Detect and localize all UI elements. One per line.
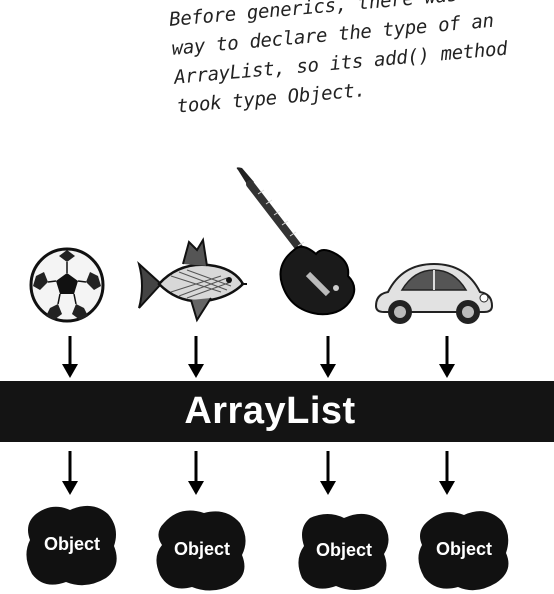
blob-shape: [156, 510, 246, 591]
object-blob: Object: [22, 500, 122, 588]
blob-shape: [418, 511, 509, 591]
arrow-down-icon: [439, 451, 455, 495]
arrow-down-icon: [320, 451, 336, 495]
annotation-note: Before generics, there was no way to dec…: [168, 0, 554, 122]
arrow-down-icon: [62, 336, 78, 378]
fish-icon: [137, 237, 247, 323]
arrow-down-icon: [320, 336, 336, 378]
arrow-down-icon: [188, 451, 204, 495]
arraylist-label: ArrayList: [184, 390, 356, 432]
object-blob: Object: [294, 506, 394, 594]
arrow-down-icon: [62, 451, 78, 495]
object-label: Object: [173, 539, 230, 559]
blob-shape: [26, 505, 117, 586]
object-blob: Object: [414, 505, 514, 593]
object-label: Object: [315, 540, 372, 560]
guitar-icon: [236, 167, 356, 316]
blob-shape: [298, 513, 389, 590]
object-label: Object: [43, 534, 100, 554]
object-blob: Object: [152, 505, 252, 593]
arraylist-bar: ArrayList: [0, 381, 554, 442]
car-icon: [374, 262, 494, 324]
soccer-ball-icon: [29, 247, 105, 323]
arrow-down-icon: [439, 336, 455, 378]
object-label: Object: [435, 539, 492, 559]
arrow-down-icon: [188, 336, 204, 378]
